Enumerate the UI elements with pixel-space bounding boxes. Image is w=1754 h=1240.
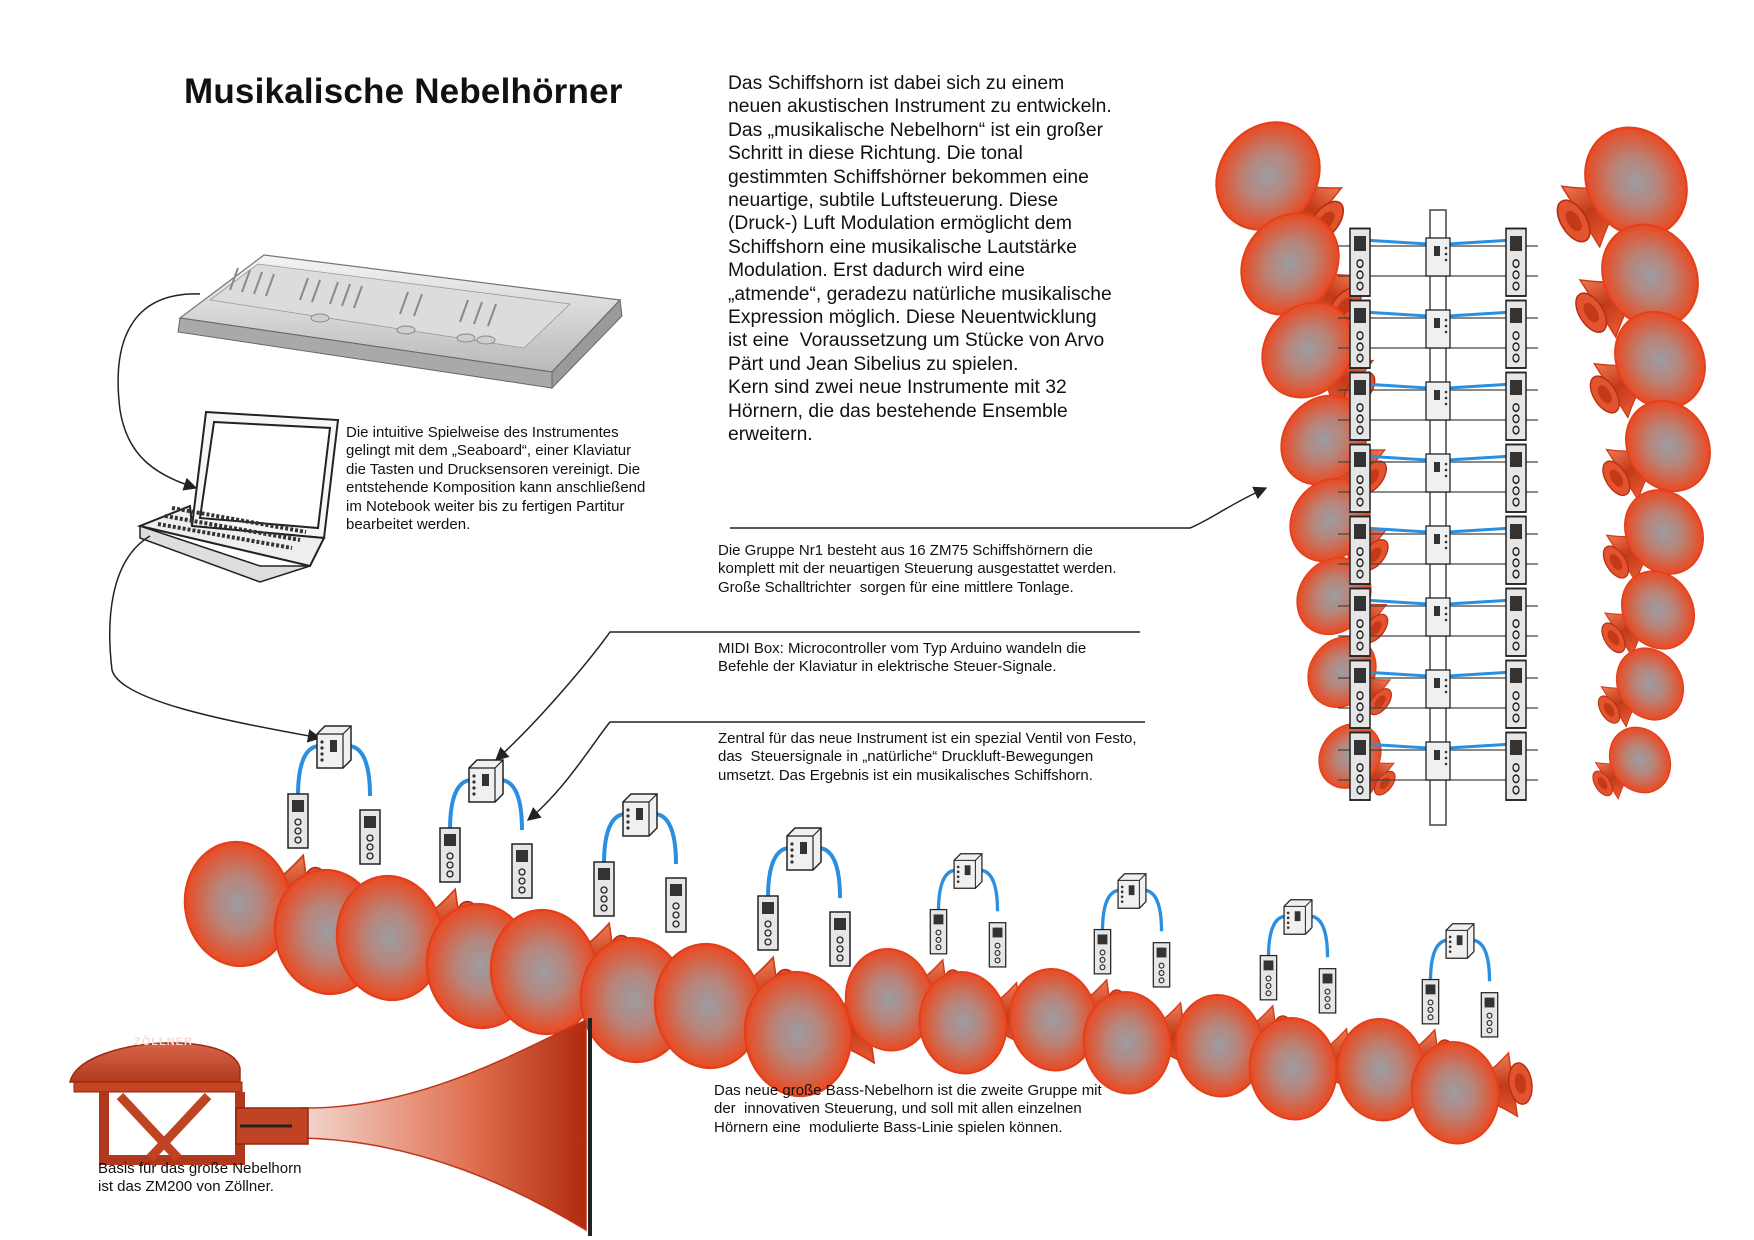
text-line: ist das ZM200 von Zöllner. (98, 1178, 274, 1196)
text-line: Die intuitive Spielweise des Instrumente… (346, 424, 619, 441)
text-line: Modulation. Erst dadurch wird eine (728, 260, 1025, 282)
text-line: Die Gruppe Nr1 besteht aus 16 ZM75 Schif… (718, 542, 1093, 559)
text-line: Zentral für das neue Instrument ist ein … (718, 730, 1137, 747)
text-line: erweitern. (728, 424, 813, 446)
text-line: umsetzt. Das Ergebnis ist ein musikalisc… (718, 766, 1093, 784)
tower-horn-right (1578, 716, 1682, 816)
text-line: neuen akustischen Instrument zu entwicke… (728, 96, 1112, 118)
valve-note: Zentral für das neue Instrument ist ein … (718, 730, 1137, 785)
text-line: „atmende“, geradezu natürliche musikalis… (728, 283, 1112, 305)
text-line: ist eine Voraussetzung um Stücke von Arv… (728, 330, 1105, 352)
text-line: das Steuersignale in „natürliche“ Druckl… (718, 748, 1094, 766)
text-line: Befehle der Klaviatur in elektrische Ste… (718, 658, 1057, 676)
text-line: Hörnern, die das bestehende Ensemble (728, 400, 1068, 422)
text-line: (Druck-) Luft Modulation ermöglicht dem (728, 213, 1072, 235)
text-line: Expression möglich. Diese Neuentwicklung (728, 307, 1097, 329)
midi-box-note: MIDI Box: Microcontroller vom Typ Arduin… (718, 640, 1086, 677)
text-line: bearbeitet werden. (346, 516, 471, 534)
text-line: im Notebook weiter bis zu fertigen Parti… (346, 497, 625, 515)
bass-horn-note: Das neue große Bass-Nebelhorn ist die zw… (714, 1082, 1102, 1137)
text-line: gelingt mit dem „Seaboard“, einer Klavia… (346, 442, 632, 460)
seaboard-keyboard (177, 254, 623, 390)
horn-unit (1331, 924, 1539, 1149)
notebook (136, 410, 340, 583)
text-line: der innovativen Steuerung, und soll mit … (714, 1100, 1082, 1118)
text-line: Hörnern eine modulierte Bass-Linie spiel… (714, 1118, 1063, 1136)
text-line: Das neue große Bass-Nebelhorn ist die zw… (714, 1082, 1102, 1099)
text-line: MIDI Box: Microcontroller vom Typ Arduin… (718, 640, 1087, 657)
text-line: Das Schiffshorn ist dabei sich zu einem (728, 73, 1065, 94)
horn-tower (1193, 100, 1727, 826)
text-line: Schritt in diese Richtung. Die tonal (728, 143, 1023, 165)
seaboard-note: Die intuitive Spielweise des Instrumente… (346, 424, 645, 534)
text-line: Kern sind zwei neue Instrumente mit 32 (728, 377, 1067, 399)
zm200-bass-horn (69, 1018, 592, 1236)
text-line: Basis für das große Nebelhorn (98, 1160, 302, 1177)
group1-note: Die Gruppe Nr1 besteht aus 16 ZM75 Schif… (718, 542, 1117, 597)
zoellner-logo-text: ZÖLLNER (134, 1036, 193, 1048)
text-line: Pärt und Jean Sibelius zu spielen. (728, 353, 1019, 375)
page-title: Musikalische Nebelhörner (184, 72, 623, 111)
text-line: Das „musikalische Nebelhorn“ ist ein gro… (728, 119, 1104, 141)
cables (109, 293, 1268, 821)
text-line: Große Schalltrichter sorgen für eine mit… (718, 578, 1074, 596)
text-line: entstehende Komposition kann anschließen… (346, 479, 646, 497)
text-line: gestimmten Schiffshörner bekommen eine (728, 166, 1089, 188)
text-line: Schiffshorn eine musikalische Lautstärke (728, 236, 1078, 258)
text-line: die Tasten und Drucksensoren vereinigt. … (346, 460, 641, 478)
text-line: neuartige, subtile Luftsteuerung. Diese (728, 190, 1059, 212)
text-line: komplett mit der neuartigen Steuerung au… (718, 560, 1117, 578)
